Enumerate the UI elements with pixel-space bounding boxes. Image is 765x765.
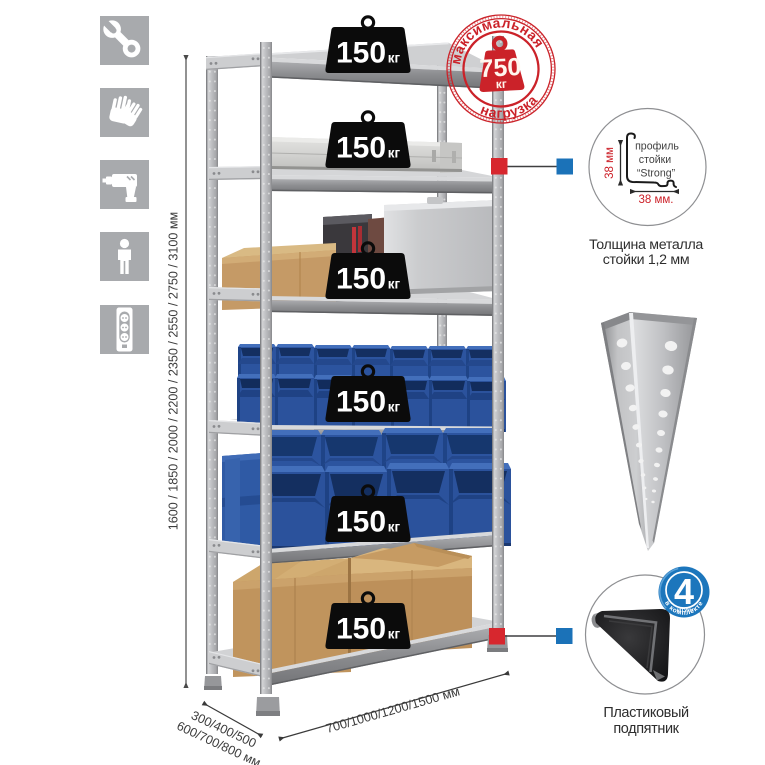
svg-text:150: 150: [336, 386, 386, 419]
svg-text:150: 150: [336, 506, 386, 539]
svg-text:кг: кг: [388, 146, 401, 161]
svg-text:150: 150: [336, 263, 386, 296]
svg-text:стойки: стойки: [639, 154, 671, 166]
svg-text:стойки 1,2 мм: стойки 1,2 мм: [603, 252, 690, 268]
svg-text:150: 150: [336, 613, 386, 646]
svg-text:подпятник: подпятник: [613, 721, 679, 737]
svg-text:750: 750: [479, 53, 522, 83]
svg-text:кг: кг: [388, 627, 401, 642]
svg-text:кг: кг: [388, 520, 401, 535]
svg-text:штуки: штуки: [677, 608, 694, 614]
svg-text:4: 4: [674, 571, 694, 612]
svg-text:1600 / 1850 / 2000 / 2200 / 23: 1600 / 1850 / 2000 / 2200 / 2350 / 2550 …: [167, 212, 181, 530]
svg-text:кг: кг: [388, 277, 401, 292]
svg-text:150: 150: [336, 132, 386, 165]
svg-text:38 мм: 38 мм: [604, 147, 616, 179]
svg-text:150: 150: [336, 37, 386, 70]
svg-text:Пластиковый: Пластиковый: [603, 705, 689, 721]
svg-text:кг: кг: [388, 400, 401, 415]
svg-text:Толщина металла: Толщина металла: [589, 237, 703, 253]
svg-text:профиль: профиль: [635, 141, 679, 153]
svg-text:кг: кг: [388, 51, 401, 66]
svg-text:“Strong”: “Strong”: [637, 168, 676, 180]
svg-text:кг: кг: [495, 77, 507, 92]
svg-text:38 мм.: 38 мм.: [639, 194, 674, 206]
